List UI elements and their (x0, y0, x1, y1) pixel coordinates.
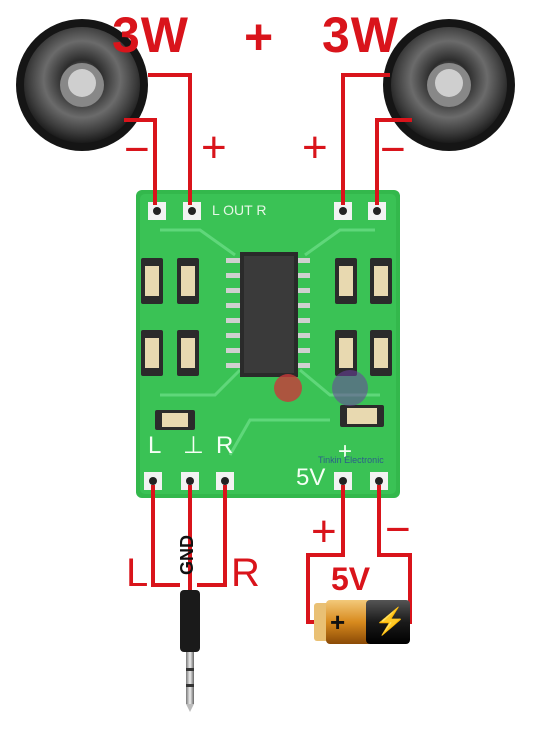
amplifier-ic-chip (226, 252, 310, 377)
plus-sign: + (244, 9, 274, 65)
smd-components (141, 258, 392, 430)
input-gnd-label: GND (177, 535, 197, 575)
power-plus-label: + (311, 507, 337, 556)
right-speaker-icon (383, 19, 515, 151)
battery-plus-symbol: + (330, 607, 346, 637)
board-power-plus: + (338, 438, 353, 465)
input-right-label: R (231, 551, 260, 595)
input-left-label: L (126, 551, 149, 595)
input-pads (144, 472, 388, 490)
power-minus-label: − (385, 505, 411, 554)
right-power-rating: 3W (322, 7, 399, 63)
right-speaker-plus: + (302, 123, 328, 172)
board-in-left-label: L (148, 432, 162, 459)
output-pads (148, 202, 386, 220)
board-in-right-label: R (216, 432, 234, 459)
wires (124, 73, 412, 624)
amplifier-board (136, 190, 400, 498)
power-voltage-label: 5V (331, 561, 371, 597)
audio-jack-icon (180, 590, 200, 712)
board-out-label: L OUT R (212, 202, 267, 218)
left-speaker-icon (16, 19, 148, 151)
board-in-gnd-label: ⊥ (183, 432, 204, 459)
board-watermark: Tinkin Electronic (318, 455, 384, 465)
left-power-rating: 3W (112, 7, 189, 63)
battery-icon (314, 600, 410, 644)
left-speaker-minus: − (124, 125, 150, 174)
left-speaker-plus: + (201, 123, 227, 172)
bolt-icon: ⚡ (374, 606, 407, 636)
board-power-label: 5V (296, 464, 326, 491)
right-speaker-minus: − (380, 125, 406, 174)
